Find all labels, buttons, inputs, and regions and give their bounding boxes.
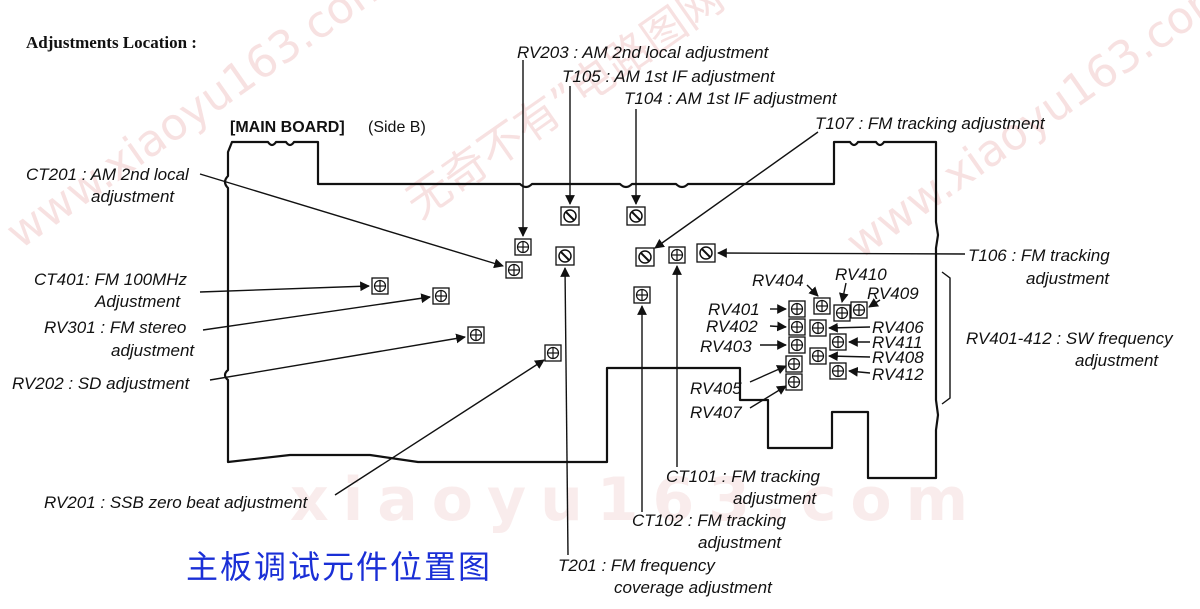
label-t104: T104 : AM 1st IF adjustment <box>624 89 838 108</box>
rv403-trimmer-icon <box>788 336 806 354</box>
label-t201-line1: T201 : FM frequency <box>558 556 716 575</box>
label-t201-line2: coverage adjustment <box>614 578 773 597</box>
rv203-trimmer-icon <box>514 238 532 256</box>
label-rv202: RV202 : SD adjustment <box>12 374 191 393</box>
ct102-trimmer-icon <box>633 286 651 304</box>
leader-t106 <box>717 248 966 258</box>
label-rv411: RV411 <box>872 333 922 352</box>
rv401-trimmer-icon <box>788 300 806 318</box>
label-rv203: RV203 : AM 2nd local adjustment <box>517 43 770 62</box>
label-t106-line1: T106 : FM tracking <box>968 246 1110 265</box>
component-layer <box>371 206 868 391</box>
rv202-trimmer-icon <box>467 326 485 344</box>
leader-rv402 <box>769 321 787 332</box>
label-rv404: RV404 <box>752 271 804 290</box>
label-rv407: RV407 <box>690 403 742 422</box>
leader-rv408 <box>828 351 871 362</box>
leader-rv406 <box>828 322 871 333</box>
leader-t107 <box>654 131 819 249</box>
board-side: (Side B) <box>368 119 426 136</box>
label-rv301-line1: RV301 : FM stereo <box>44 318 186 337</box>
label-rv301-line2: adjustment <box>111 341 195 360</box>
leader-rv409 <box>868 298 881 308</box>
leader-lines <box>199 60 966 556</box>
label-ct102-line1: CT102 : FM tracking <box>632 511 787 530</box>
rv201-trimmer-icon <box>544 344 562 362</box>
label-rv410: RV410 <box>835 265 887 284</box>
label-ct401-line1: CT401: FM 100MHz <box>34 270 188 289</box>
watermark-text: www.xiaoyu163.com <box>837 0 1200 269</box>
leader-rv404 <box>806 284 819 297</box>
label-rv408: RV408 <box>872 348 924 367</box>
sw-group-bracket <box>941 271 951 405</box>
label-rv412: RV412 <box>872 365 924 384</box>
rv411-trimmer-icon <box>829 333 847 351</box>
label-rv401: RV401 <box>708 300 760 319</box>
leader-rv301 <box>202 293 431 331</box>
leader-ct401 <box>199 281 370 293</box>
leader-rv201 <box>334 359 545 496</box>
t107-coil-icon <box>635 247 655 267</box>
ct401-trimmer-icon <box>371 277 389 295</box>
t105-coil-icon <box>560 206 580 226</box>
rv408-trimmer-icon <box>809 347 827 365</box>
t106-coil-icon <box>696 243 716 263</box>
label-sw-group-line1: RV401-412 : SW frequency <box>966 329 1174 348</box>
label-ct401-line2: Adjustment <box>94 292 181 311</box>
label-ct201-line1: CT201 : AM 2nd local <box>26 165 190 184</box>
rv301-trimmer-icon <box>432 287 450 305</box>
label-rv405: RV405 <box>690 379 742 398</box>
rv406-trimmer-icon <box>809 319 827 337</box>
label-ct201-line2: adjustment <box>91 187 175 206</box>
label-ct102-line2: adjustment <box>698 533 782 552</box>
ct101-trimmer-icon <box>668 246 686 264</box>
rv405-trimmer-icon <box>785 355 803 373</box>
label-t106-line2: adjustment <box>1026 269 1110 288</box>
label-sw-group-line2: adjustment <box>1075 351 1159 370</box>
leader-rv410 <box>839 282 849 303</box>
leader-rv412 <box>848 366 871 377</box>
label-ct101-line2: adjustment <box>733 489 817 508</box>
page-heading: Adjustments Location : <box>26 33 197 52</box>
rv409-trimmer-icon <box>850 301 868 319</box>
leader-ct201 <box>199 173 504 269</box>
label-rv403: RV403 <box>700 337 752 356</box>
label-rv409: RV409 <box>867 284 919 303</box>
rv407-trimmer-icon <box>785 373 803 391</box>
label-rv201: RV201 : SSB zero beat adjustment <box>44 493 309 512</box>
rv412-trimmer-icon <box>829 362 847 380</box>
board-title: [MAIN BOARD] <box>230 119 345 136</box>
board-outline <box>223 140 940 480</box>
watermark-text: xiaoyu163.com <box>290 465 982 535</box>
leader-rv202 <box>209 333 466 381</box>
t201-coil-icon <box>555 246 575 266</box>
t104-coil-icon <box>626 206 646 226</box>
label-t107: T107 : FM tracking adjustment <box>815 114 1046 133</box>
leader-t201 <box>560 267 570 556</box>
label-rv402: RV402 <box>706 317 758 336</box>
leader-rv405 <box>749 365 787 383</box>
rv410-trimmer-icon <box>833 304 851 322</box>
label-rv406: RV406 <box>872 318 924 337</box>
label-layer: RV203 : AM 2nd local adjustment T105 : A… <box>12 43 1174 597</box>
rv402-trimmer-icon <box>788 318 806 336</box>
watermark-text: 无奇不有”电路图网 <box>397 0 733 229</box>
chinese-caption: 主板调试元件位置图 <box>186 548 492 586</box>
rv404-trimmer-icon <box>813 297 831 315</box>
label-t105: T105 : AM 1st IF adjustment <box>562 67 776 86</box>
label-ct101-line1: CT101 : FM tracking <box>666 467 821 486</box>
ct201-trimmer-icon <box>505 261 523 279</box>
leader-rv407 <box>749 385 787 409</box>
